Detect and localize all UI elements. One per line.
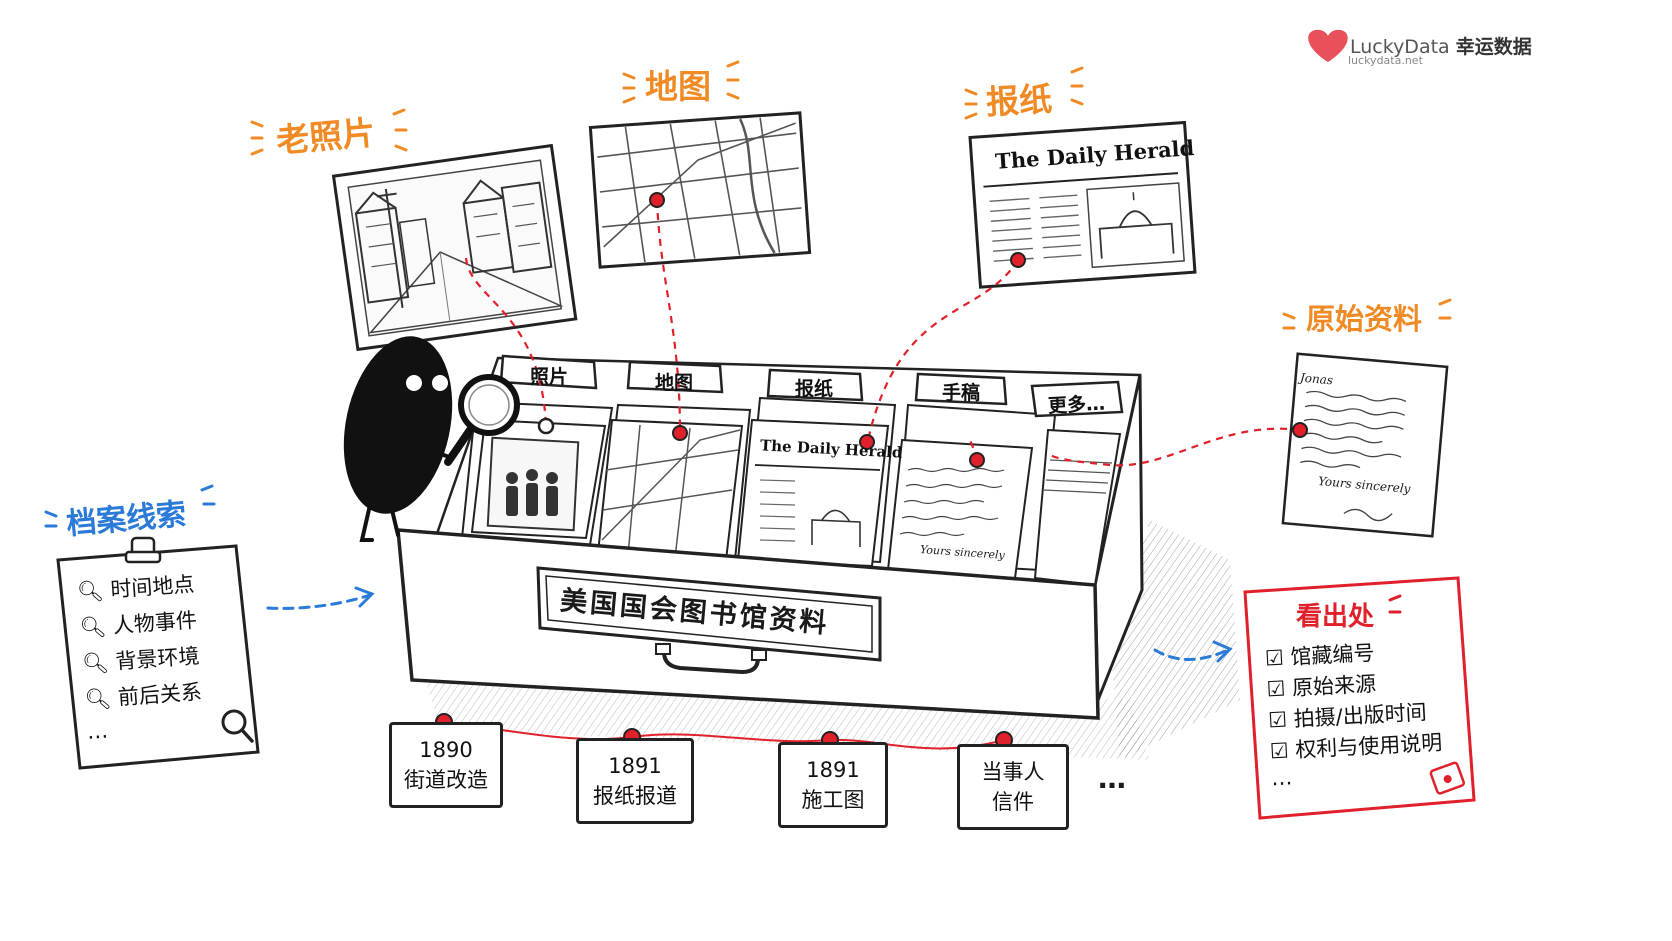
map-card	[588, 111, 812, 269]
emphasis-dashes	[44, 60, 1452, 614]
timeline-line2: 街道改造	[404, 768, 488, 792]
timeline-string	[443, 721, 1005, 750]
manuscript-card	[1281, 352, 1449, 538]
timeline-line1: 1891	[608, 754, 662, 778]
drawer-handle	[655, 643, 767, 675]
clues-list: 🔍︎ 时间地点 🔍︎ 人物事件 🔍︎ 背景环境 🔍︎ 前后关系 …	[76, 568, 205, 750]
checkbox-checked-icon: ☑	[1264, 645, 1285, 671]
checkbox-checked-icon: ☑	[1265, 676, 1287, 702]
tab-photos[interactable]: 照片	[530, 366, 569, 388]
timeline-line1: 1891	[806, 758, 860, 782]
search-icon: 🔍︎	[83, 686, 113, 712]
brand-name-cn: 幸运数据	[1455, 36, 1532, 58]
search-icon: 🔍︎	[78, 614, 108, 641]
timeline-line2: 信件	[992, 790, 1034, 814]
brand-name: LuckyData	[1350, 36, 1450, 58]
tab-maps[interactable]: 地图	[655, 372, 694, 394]
file-group-manuscripts	[886, 372, 1057, 580]
source-check-card	[1243, 576, 1476, 820]
search-icon: 🔍︎	[81, 650, 110, 677]
tab-more[interactable]: 更多…	[1047, 392, 1106, 418]
stamp-icon	[1429, 761, 1465, 795]
timeline-card: 1891 报纸报道	[576, 738, 694, 824]
label-old-photos: 老照片	[274, 112, 377, 161]
pins	[537, 192, 1308, 468]
timeline-line1: 当事人	[981, 760, 1045, 784]
label-original-materials: 原始资料	[1306, 302, 1423, 336]
clues-card	[56, 536, 260, 770]
blue-arrows	[266, 593, 1230, 661]
source-check-title: 看出处	[1296, 602, 1375, 632]
file-group-maps	[596, 360, 752, 562]
timeline-card: 1890 街道改造	[389, 722, 503, 808]
timeline-card: 1891 施工图	[778, 742, 888, 828]
checkbox-checked-icon: ☑	[1269, 738, 1290, 764]
timeline-line2: 施工图	[801, 788, 865, 812]
checkbox-checked-icon: ☑	[1267, 707, 1288, 733]
file-group-newspapers	[736, 368, 897, 568]
timeline-more: …	[1098, 762, 1126, 795]
tab-newspapers[interactable]: 报纸	[795, 378, 834, 400]
clues-magnifier-icon	[221, 709, 254, 743]
brand-url: luckydata.net	[1348, 54, 1423, 67]
timeline-line2: 报纸报道	[593, 784, 677, 808]
label-maps: 地图	[645, 67, 711, 106]
timeline-card: 当事人 信件	[957, 744, 1069, 830]
old-photo-card	[331, 143, 578, 352]
tab-manuscripts[interactable]: 手稿	[942, 382, 981, 404]
timeline-line1: 1890	[419, 738, 473, 762]
manuscript-greeting: Jonas	[1299, 370, 1334, 388]
file-group-photos	[460, 354, 614, 547]
heart-logo-icon	[1308, 29, 1348, 62]
brand-logo[interactable]: LuckyData 幸运数据	[1350, 32, 1532, 59]
newspaper-card	[968, 120, 1197, 289]
label-newspapers: 报纸	[985, 79, 1054, 122]
search-icon: 🔍︎	[76, 578, 105, 605]
source-check-list: ☑ 馆藏编号 ☑ 原始来源 ☑ 拍摄/出版时间 ☑ 权利与使用说明 …	[1264, 634, 1444, 795]
character-with-magnifier	[343, 336, 520, 542]
blue-arrowheads	[354, 586, 1233, 663]
archive-drawer	[396, 354, 1144, 720]
